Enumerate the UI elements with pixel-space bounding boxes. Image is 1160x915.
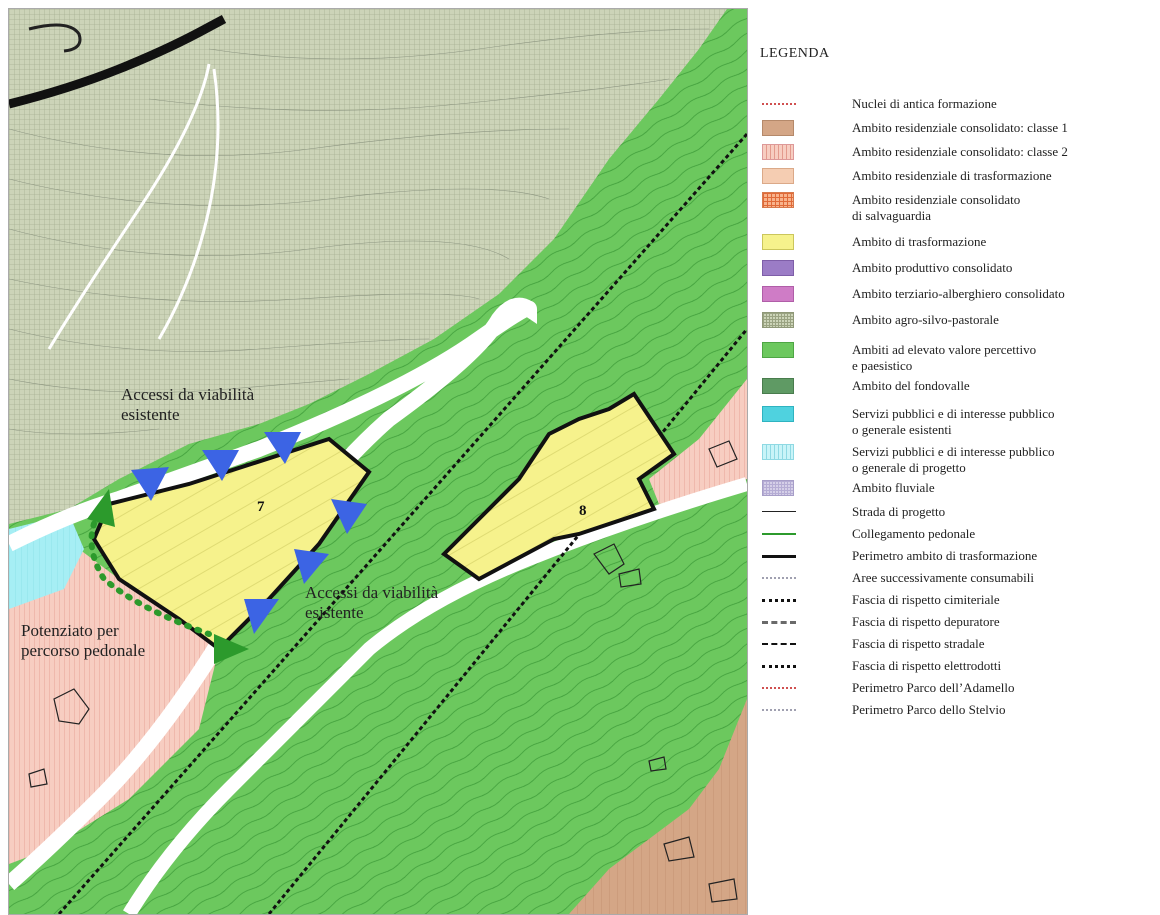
legend-label: Servizi pubblici e di interesse pubblico… <box>852 444 1055 475</box>
legend-label: Fascia di rispetto stradale <box>852 636 985 651</box>
legend-label: Ambito residenziale consolidato: classe … <box>852 144 1068 159</box>
legend-title: LEGENDA <box>760 46 830 61</box>
access-arrow-icon <box>331 499 367 534</box>
main-road <box>9 297 538 891</box>
legend-symbol-fill-cyan <box>762 406 794 422</box>
legend-label: Perimetro ambito di trasformazione <box>852 548 1038 563</box>
legend-label: Ambito fluviale <box>852 480 935 495</box>
pedestrian-arrow-icon <box>214 634 249 664</box>
power-line-band-1 <box>57 133 747 914</box>
legend-label: Fascia di rispetto elettrodotti <box>852 658 1002 673</box>
legend-label: Servizi pubblici e di interesse pubblico… <box>852 406 1055 437</box>
label-access-top: Accessi da viabilità esistente <box>121 385 255 424</box>
transformation-zone-8[interactable] <box>440 391 677 582</box>
legend-symbol-line-sparse-black <box>762 665 796 668</box>
agro-silvo-pastoral-area <box>9 9 727 524</box>
legend-symbol-fill-green <box>762 342 794 358</box>
legend-symbol-fill-yellow <box>762 234 794 250</box>
access-arrow-icon <box>264 432 301 464</box>
legend-label: Ambito terziario-alberghiero consolidato <box>852 286 1065 301</box>
zone-number-7: 7 <box>257 499 265 515</box>
legend-symbol-line-solid-black <box>762 511 796 512</box>
building-outlines <box>28 440 738 903</box>
legend-symbol-line-dotted-red <box>762 687 796 689</box>
legend-symbol-fill-peach <box>762 168 794 184</box>
legend-label: Strada di progetto <box>852 504 946 519</box>
creek <box>28 23 82 53</box>
label-pedestrian: Potenziato per percorso pedonale <box>21 621 146 660</box>
pedestrian-arrows <box>87 489 249 664</box>
secondary-road <box>123 477 747 914</box>
legend-symbol-fill-grid-orange <box>762 192 794 208</box>
legend-label: Nuclei di antica formazione <box>852 96 997 111</box>
legend-label: Perimetro Parco dello Stelvio <box>852 702 1006 717</box>
legend-label: Collegamento pedonale <box>852 526 976 541</box>
legend-symbol-line-dotted-gray <box>762 709 796 711</box>
zone-number-8: 8 <box>579 503 587 519</box>
legend-symbol-line-dashed-black <box>762 643 796 645</box>
legend-label: Perimetro Parco dell’Adamello <box>852 680 1015 695</box>
legend-label: Ambiti ad elevato valore percettivo e pa… <box>852 342 1037 373</box>
contour-lines <box>9 28 710 435</box>
access-arrow-icon <box>202 450 239 481</box>
legend-symbol-fill-darkgreen <box>762 378 794 394</box>
legend-symbol-fill-magenta <box>762 286 794 302</box>
map-canvas <box>9 9 747 914</box>
access-arrows <box>131 432 367 634</box>
legend-symbol-fill-brown <box>762 120 794 136</box>
legend-symbol-line-dotted-black <box>762 599 796 602</box>
legend-label: Fascia di rispetto cimiteriale <box>852 592 1000 607</box>
access-arrow-icon <box>244 599 279 634</box>
label-access-right: Accessi da viabilità esistente <box>305 583 439 622</box>
legend-label: Ambito residenziale consolidato: classe … <box>852 120 1068 135</box>
legend-symbol-fill-purple <box>762 260 794 276</box>
residential-class1-area <box>569 699 747 914</box>
residential-class2-area-right <box>649 379 747 504</box>
legend-symbol-line-dashdot-gray <box>762 621 796 624</box>
access-arrow-icon <box>131 467 169 501</box>
legend-label: Ambito residenziale consolidato di salva… <box>852 192 1021 223</box>
access-arrow-icon <box>294 549 329 584</box>
legend-label: Ambito produttivo consolidato <box>852 260 1013 275</box>
legend-symbol-fill-grid-lilac <box>762 480 794 496</box>
legend-label: Ambito del fondovalle <box>852 378 970 393</box>
legend-label: Ambito di trasformazione <box>852 234 987 249</box>
pedestrian-link <box>88 501 212 637</box>
legend-symbol-line-dotted-red <box>762 103 796 105</box>
legend-label: Ambito agro-silvo-pastorale <box>852 312 999 327</box>
legend-symbol-fill-hatch-cyan <box>762 444 794 460</box>
legend-symbol-fill-hatch-pink <box>762 144 794 160</box>
legend-label: Ambito residenziale di trasformazione <box>852 168 1052 183</box>
pedestrian-arrow-icon <box>87 489 115 527</box>
legend-symbol-line-thick-black <box>762 555 796 558</box>
legend-symbol-line-solid-green <box>762 533 796 535</box>
mountain-tracks <box>47 63 220 350</box>
legend-label: Aree successivamente consumabili <box>852 570 1034 585</box>
residential-class2-area-left <box>9 549 219 864</box>
legend-symbol-line-dotted-gray <box>762 577 796 579</box>
land-use-map[interactable]: Accessi da viabilità esistente Accessi d… <box>8 8 748 915</box>
legend-symbol-fill-grid-khaki <box>762 312 794 328</box>
river <box>9 15 227 109</box>
legend-label: Fascia di rispetto depuratore <box>852 614 1000 629</box>
